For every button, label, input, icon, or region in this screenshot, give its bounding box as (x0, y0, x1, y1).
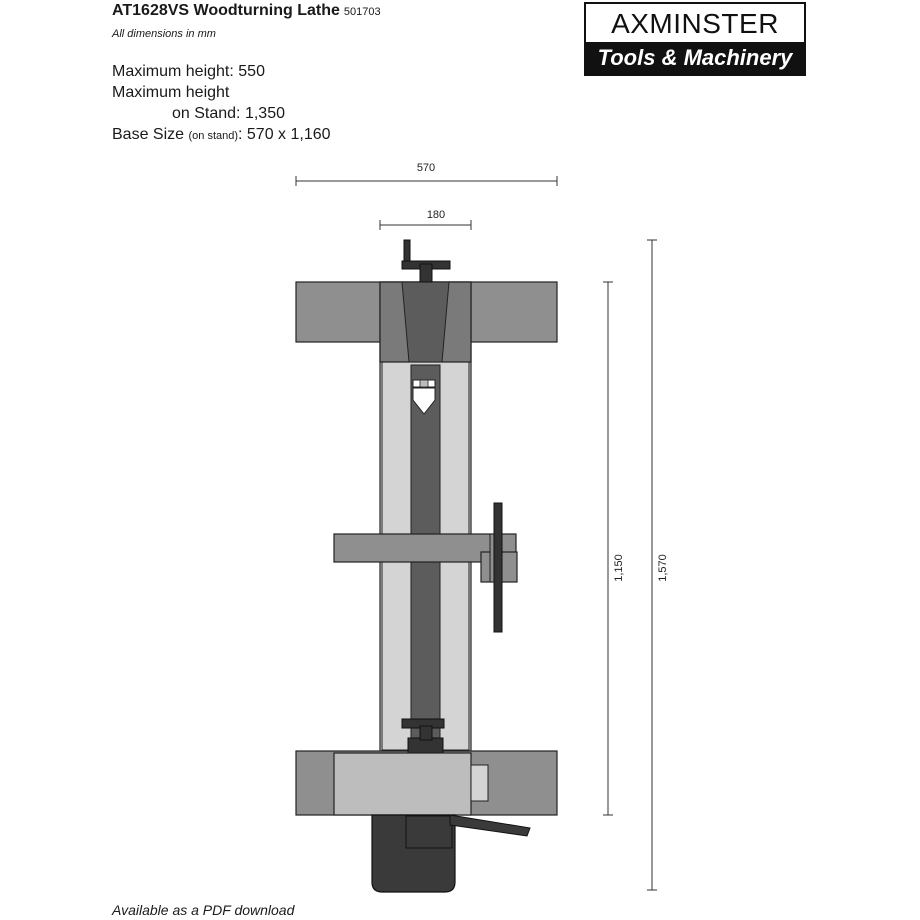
spec-max-height: Maximum height: 550 (112, 63, 265, 80)
spec-base-size-label: Base Size (112, 126, 189, 143)
top-end-taper (401, 281, 450, 363)
dimension-width-bed-label: 180 (427, 209, 445, 221)
logo-tagline: Tools & Machinery (586, 42, 804, 74)
centre-collar-mark (419, 379, 429, 388)
live-centre-point (412, 387, 436, 415)
spec-list: Maximum height: 550 Maximum height on St… (112, 61, 331, 147)
top-handle-stem (419, 263, 433, 283)
spec-max-height-stand: on Stand: 1,350 (172, 105, 285, 122)
dimension-length-total (647, 239, 657, 891)
axminster-logo: AXMINSTER Tools & Machinery (584, 2, 806, 76)
product-code: 501703 (343, 6, 381, 18)
spec-base-size-qualifier: (on stand) (188, 130, 239, 142)
dimension-length-bed-label: 1,150 (613, 554, 625, 582)
motor-pulley-cover (405, 815, 453, 849)
dimension-length-bed (603, 281, 613, 816)
belt-tension-lever (449, 814, 531, 837)
spec-base-size: Base Size (on stand): 570 x 1,160 (112, 124, 331, 147)
banjo-lock-handwheel (493, 502, 503, 633)
dimension-width-total (295, 176, 558, 186)
dimension-width-total-label: 570 (417, 162, 435, 174)
spec-max-height-stand-label: Maximum height (112, 84, 230, 101)
bottom-spindle-stem (419, 725, 433, 741)
headstock-switch (470, 764, 489, 802)
spec-base-size-value: : 570 x 1,160 (238, 126, 331, 143)
product-name: AT1628VS Woodturning Lathe (112, 2, 340, 19)
headstock-body (333, 752, 472, 816)
logo-brand: AXMINSTER (611, 8, 779, 39)
dimension-length-total-label: 1,570 (657, 554, 669, 582)
dimension-width-bed (379, 220, 472, 230)
pdf-download-note: Available as a PDF download (112, 902, 295, 918)
units-note: All dimensions in mm (112, 28, 216, 40)
